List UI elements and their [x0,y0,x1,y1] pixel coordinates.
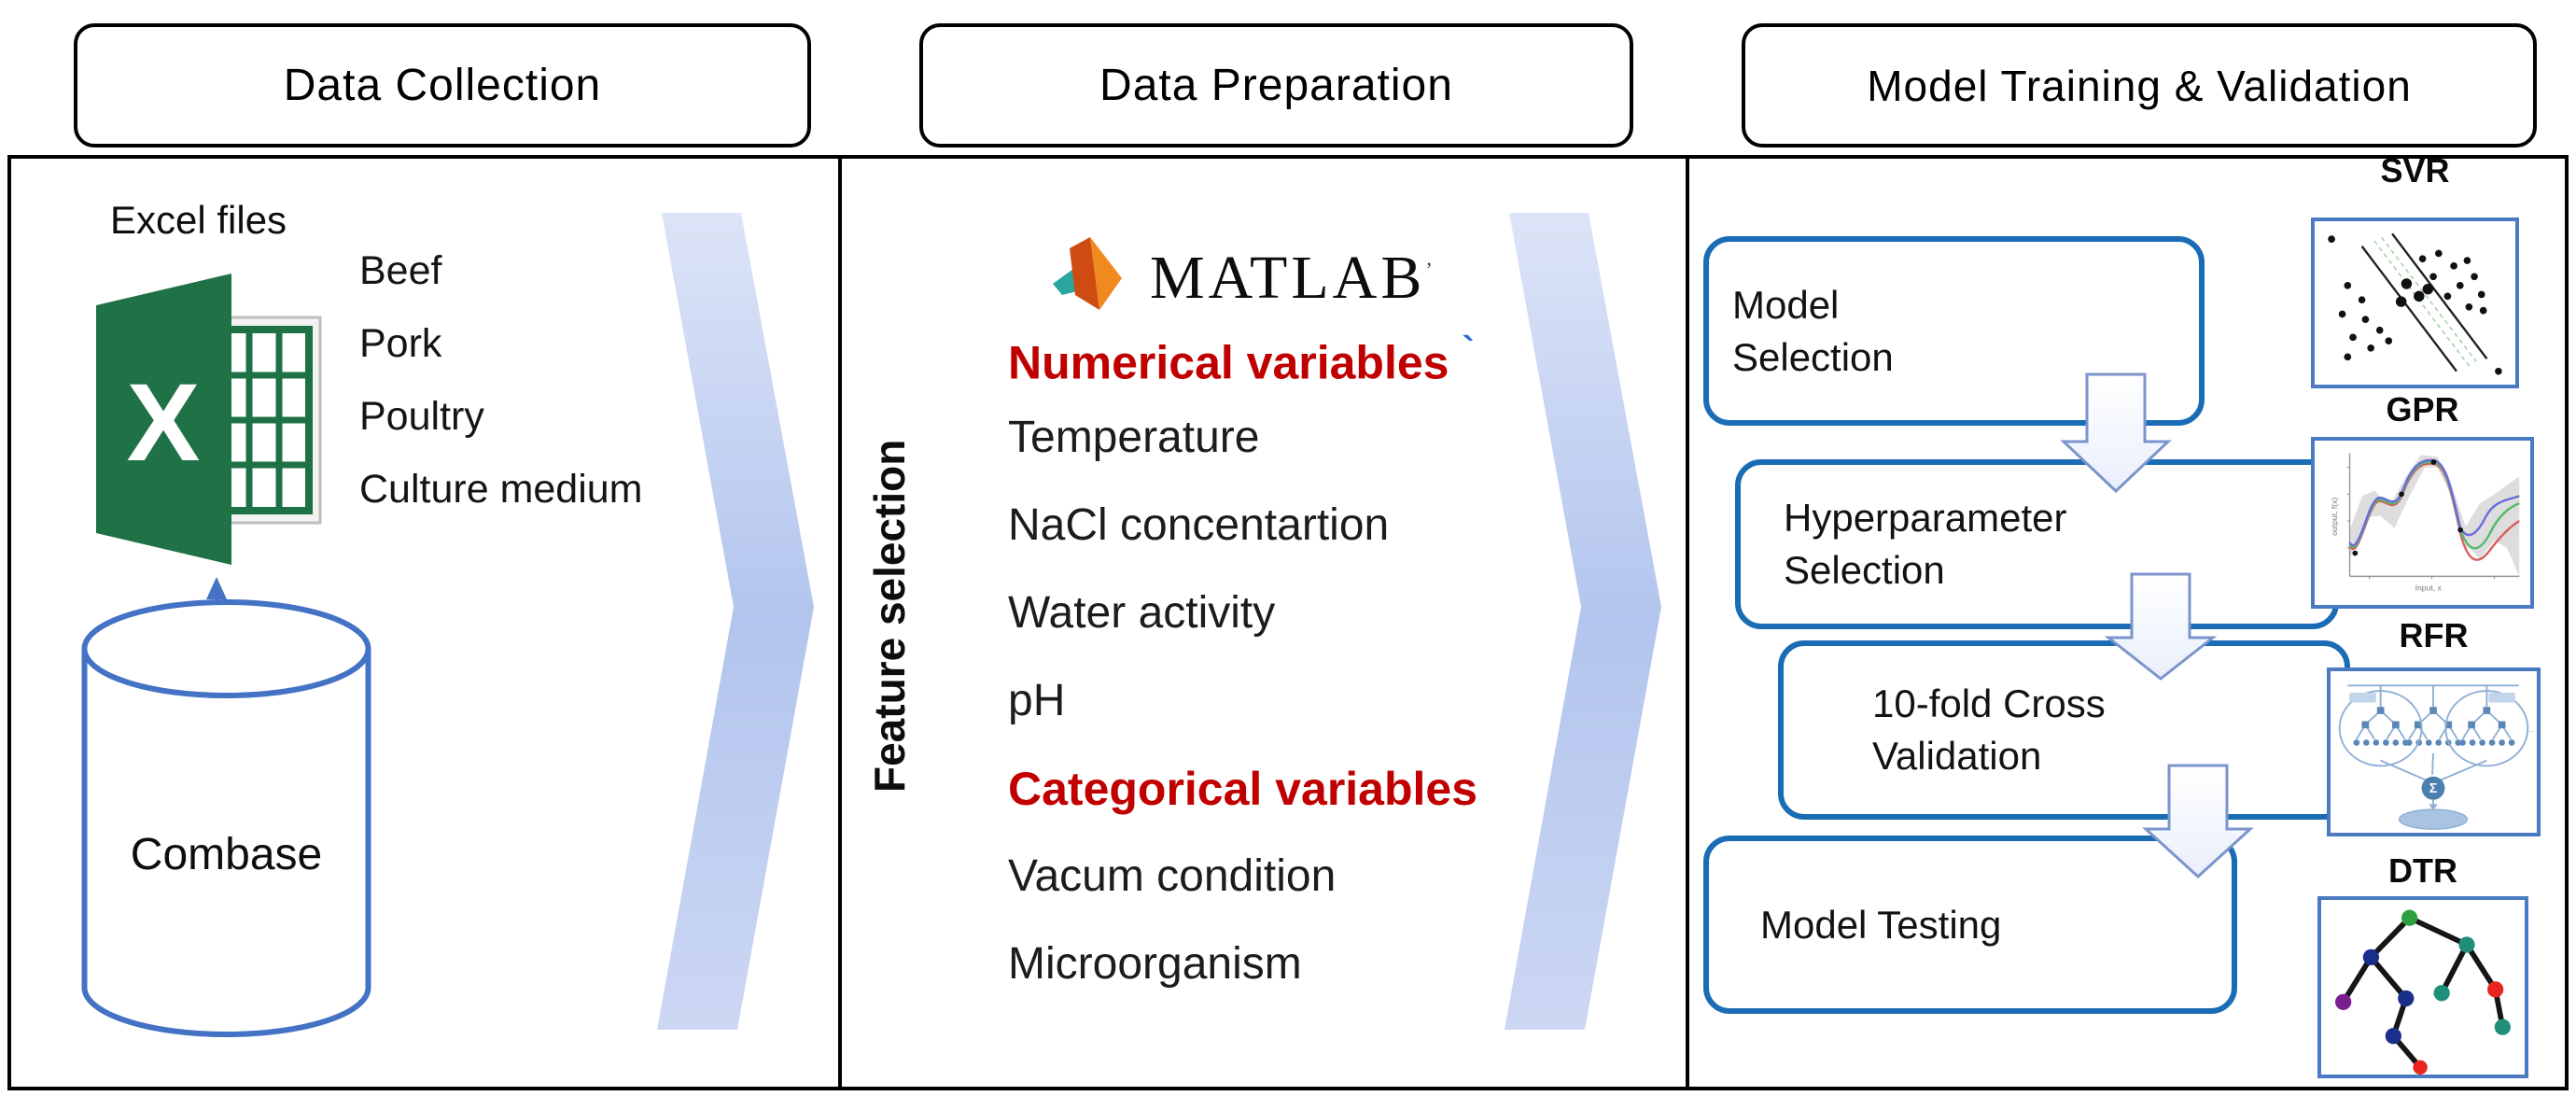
gpr-label: GPR [2386,390,2459,429]
title-data-collection: Data Collection [74,23,811,148]
svr-label: SVR [2380,151,2450,190]
matlab-logo-icon [1053,237,1122,310]
rfr-label: RFR [2399,616,2469,654]
file-type-item: Beef [359,248,442,293]
variable-item: Water activity [1008,588,1276,638]
excel-icon: X [96,274,322,565]
gpr-plot-icon: Input, x output, f(x) [2330,453,2520,593]
excel-files-label: Excel files [110,198,287,242]
flow-box-line: Selection [1732,334,1894,379]
database-cylinder-icon [81,599,371,1037]
variable-item: Vacum condition [1008,851,1337,901]
flow-box-line: Model Testing [1760,902,2002,947]
flow-box-line: Model [1732,282,1840,327]
rfr-ellipsis: ... [2526,724,2534,735]
variable-group-heading: Numerical variables` [1008,330,1475,389]
title-model-training-validation: Model Training & Validation [1742,23,2537,148]
matlab-wordmark: MATLAB’ [1150,243,1433,314]
chevron-right-icon [1505,213,1661,1030]
flow-box-line: Validation [1872,734,2042,778]
flow-box-line: Hyperparameter [1784,496,2067,540]
flow-box-model-testing: Model Testing [1703,836,2237,1014]
chevron-right-icon [657,213,814,1030]
tick-mark: ` [1462,330,1475,371]
variable-item: pH [1008,676,1066,725]
flow-box-line: Selection [1784,548,1945,592]
panel-divider-2 [1686,155,1689,1087]
variable-item: NaCl concentartion [1008,500,1390,550]
file-type-item: Pork [359,321,442,366]
gpr-x-axis-label: Input, x [2415,583,2443,593]
rfr-forest-icon: ... Σ [2338,684,2534,830]
flow-box-hyperparameter-selection: Hyperparameter Selection [1735,459,2339,629]
down-arrow-icon [2104,572,2217,681]
down-arrow-icon [2060,372,2172,494]
variable-group-heading: Categorical variables [1008,763,1478,815]
feature-selection-label: Feature selection [865,439,914,794]
rfr-thumbnail: ... Σ [2327,667,2541,836]
title-data-preparation: Data Preparation [919,23,1633,148]
gpr-thumbnail: Input, x output, f(x) [2311,437,2534,609]
flow-box-line: 10-fold Cross [1872,681,2106,725]
gpr-y-axis-label: output, f(x) [2330,498,2339,536]
svr-thumbnail [2311,218,2519,388]
dtr-tree-icon [2335,909,2511,1075]
matlab-trademark-mark: ’ [1425,258,1433,281]
matlab-wordmark-text: MATLAB [1150,244,1426,312]
dtr-thumbnail [2317,896,2528,1078]
variable-item: Microorganism [1008,939,1302,989]
file-type-item: Poultry [359,394,484,439]
rfr-sigma-node: Σ [2429,781,2438,796]
file-type-item: Culture medium [359,467,643,512]
down-arrow-icon [2142,764,2254,879]
dtr-label: DTR [2388,851,2457,890]
panel-divider-1 [838,155,842,1087]
svr-scatter-icon [2328,232,2502,375]
svg-text:X: X [127,361,201,485]
variable-item: Temperature [1008,413,1260,462]
flow-box-cross-validation: 10-fold Cross Validation [1778,640,2350,820]
database-label: Combase [130,830,323,879]
